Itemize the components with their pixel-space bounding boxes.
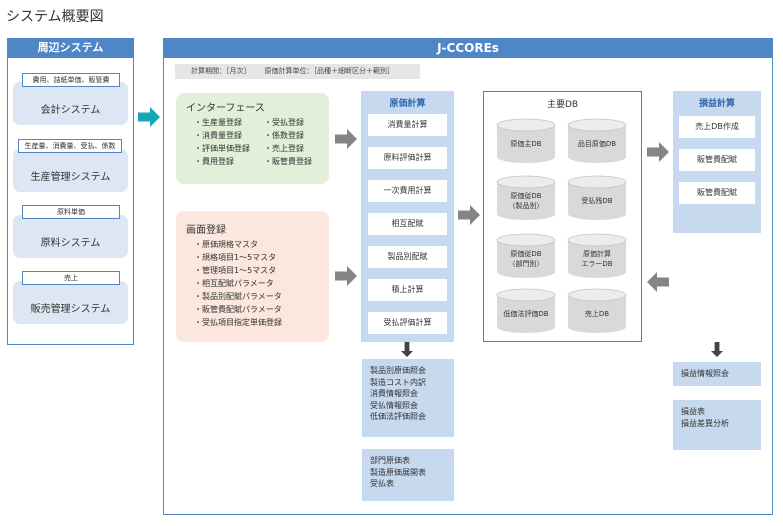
profit-report-item: 損益差異分析 xyxy=(681,418,729,428)
cost-step: 一次費用計算 xyxy=(368,180,447,202)
cost-calc-title: 原価計算 xyxy=(389,99,426,109)
cost-report-item: 製造原価展開表 xyxy=(370,467,426,477)
cost-inquiry-box: 製品別原価照会 製造コスト内訳 消費情報照会 受払情報照会 低価法評価照会 xyxy=(362,359,454,437)
interface-item: ・費用登録 xyxy=(194,157,234,166)
cost-step: 相互配賦 xyxy=(368,213,447,235)
cost-inquiry-item: 製品別原価照会 xyxy=(370,366,426,375)
db-label: 受払残DB xyxy=(581,197,613,205)
jccores-header: J-CCOREs xyxy=(163,38,773,58)
cost-unit: 原価計算単位：［品種＋細断区分＋範別］ xyxy=(264,67,395,75)
arrow-right-icon xyxy=(335,266,357,286)
accounting-system-tag: 費用、詰紙単価、販管費 xyxy=(22,73,120,87)
arrow-right-icon xyxy=(647,142,669,162)
cost-inquiry-item: 低価法評価照会 xyxy=(370,412,426,421)
arrow-right-icon xyxy=(335,129,357,149)
db-cylinder xyxy=(567,233,627,278)
db-label: 原価従DB（製品別） xyxy=(508,192,544,210)
profit-inquiry-item: 損益情報照会 xyxy=(681,369,729,378)
interface-item: ・販管費登録 xyxy=(264,157,312,166)
db-label: 売上DB xyxy=(584,310,610,318)
screen-item: ・製品別配賦パラメータ xyxy=(194,292,282,301)
accounting-system-box: 会計システム xyxy=(13,82,128,125)
screen-item: ・受払項目指定単価登録 xyxy=(194,318,282,327)
interface-item: ・評価単価登録 xyxy=(194,144,250,153)
screen-registration-title: 画面登録 xyxy=(186,225,226,236)
page-title: システム概要図 xyxy=(6,9,104,25)
db-cylinder xyxy=(496,118,556,163)
cost-step: 消費量計算 xyxy=(368,114,447,136)
screen-item: ・規格項目1〜5マスタ xyxy=(194,253,277,262)
arrow-right-icon xyxy=(458,205,480,225)
profit-calc-title: 損益計算 xyxy=(698,99,735,109)
cost-step: 積上計算 xyxy=(368,279,447,301)
peripheral-systems-header: 周辺システム xyxy=(7,38,134,58)
arrow-left-icon xyxy=(647,272,669,292)
screen-item: ・原価規格マスタ xyxy=(194,240,258,249)
db-label: 品目原価DB xyxy=(577,140,617,148)
calc-period: 計算期間：［月次］ xyxy=(191,67,251,75)
arrow-down-icon xyxy=(711,342,723,357)
interface-item: ・生産量登録 xyxy=(194,118,242,127)
profit-step: 販管費配賦 xyxy=(679,149,755,171)
db-label: 原価従DB（部門別） xyxy=(508,250,544,268)
screen-item: ・販管費配賦パラメータ xyxy=(194,305,282,314)
db-cylinder xyxy=(567,118,627,163)
cost-step: 原料評価計算 xyxy=(368,147,447,169)
db-cylinder xyxy=(496,233,556,278)
cost-report-box: 部門原価表 製造原価展開表 受払表 xyxy=(362,449,454,501)
calc-info-bar: 計算期間：［月次］ 原価計算単位：［品種＋細断区分＋範別］ xyxy=(175,64,420,79)
profit-report-item: 損益表 xyxy=(681,407,705,416)
production-system-box: 生産管理システム xyxy=(13,149,128,192)
db-cylinder xyxy=(496,288,556,333)
sales-system-box: 販売管理システム xyxy=(13,281,128,324)
sales-system-tag: 売上 xyxy=(22,271,120,285)
interface-box: インターフェース ・生産量登録 ・消費量登録 ・評価単価登録 ・費用登録 ・受払… xyxy=(176,93,329,184)
production-system-tag: 生産量、消費量、受払、係数 xyxy=(18,139,122,153)
db-cylinder xyxy=(567,175,627,220)
screen-registration-box: 画面登録 ・原価規格マスタ ・規格項目1〜5マスタ ・管理項目1〜5マスタ ・相… xyxy=(176,211,329,342)
profit-inquiry-box: 損益情報照会 xyxy=(673,362,761,386)
profit-step: 販管費配賦 xyxy=(679,182,755,204)
interface-item: ・消費量登録 xyxy=(194,131,242,140)
db-label: 原価主DB xyxy=(510,140,542,148)
profit-step: 売上DB作成 xyxy=(679,116,755,138)
main-db-title: 主要DB xyxy=(546,100,579,110)
screen-item: ・相互配賦パラメータ xyxy=(194,279,274,288)
material-system-tag: 原料単価 xyxy=(22,205,120,219)
cost-step: 受払評価計算 xyxy=(368,312,447,334)
cost-inquiry-item: 受払情報照会 xyxy=(370,400,418,410)
interface-item: ・受払登録 xyxy=(264,118,304,127)
cost-inquiry-item: 製造コスト内訳 xyxy=(370,377,426,387)
material-system-box: 原料システム xyxy=(13,215,128,258)
db-label: 低価法評価DB xyxy=(503,310,549,318)
cost-step: 製品別配賦 xyxy=(368,246,447,268)
profit-report-box: 損益表 損益差異分析 xyxy=(673,400,761,450)
db-cylinder xyxy=(496,175,556,220)
accounting-system-label: 会計システム xyxy=(40,105,101,116)
material-system-label: 原料システム xyxy=(40,238,101,249)
db-cylinder xyxy=(567,288,627,333)
db-label: 原価計算エラーDB xyxy=(581,250,613,268)
arrow-down-icon xyxy=(401,342,413,357)
cost-inquiry-item: 消費情報照会 xyxy=(370,389,418,398)
screen-item: ・管理項目1〜5マスタ xyxy=(194,266,277,275)
production-system-label: 生産管理システム xyxy=(30,172,111,183)
cost-report-item: 部門原価表 xyxy=(370,456,410,465)
interface-item: ・売上登録 xyxy=(264,144,304,153)
interface-item: ・係数登録 xyxy=(264,131,304,140)
cost-report-item: 受払表 xyxy=(370,479,394,488)
arrow-right-icon xyxy=(138,107,160,127)
interface-title: インターフェース xyxy=(186,103,265,114)
sales-system-label: 販売管理システム xyxy=(30,304,111,315)
